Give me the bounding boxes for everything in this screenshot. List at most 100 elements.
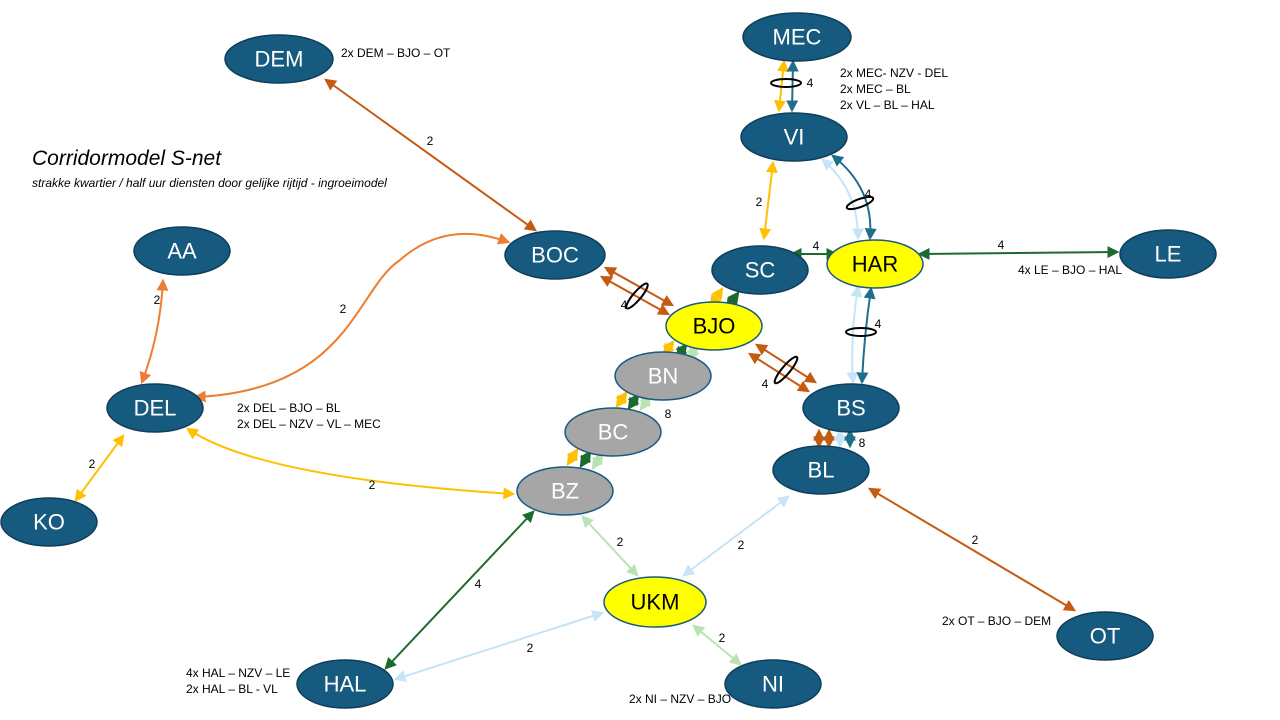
edge-del-bz — [186, 427, 516, 500]
node-shape-har — [826, 239, 924, 289]
edge-label-bl-ot: 2 — [972, 533, 979, 547]
annotation-dem: 2x DEM – BJO – OT — [341, 45, 450, 61]
annotation-mec: 2x MEC- NZV - DEL 2x MEC – BL 2x VL – BL… — [840, 65, 948, 113]
bundle-ring-har-bs — [845, 327, 877, 337]
edge-label-dem-boc: 2 — [427, 134, 434, 148]
node-shape-le — [1119, 229, 1217, 279]
edge-del-boc — [193, 232, 511, 403]
bundle-ring-boc-bjo — [625, 282, 649, 310]
node-shape-aa — [133, 226, 231, 276]
node-label-sc: SC — [745, 258, 776, 283]
edge-label-mec-vi: 4 — [807, 76, 814, 90]
node-bz: BZ — [516, 466, 614, 516]
annotation-line: 2x MEC – BL — [840, 82, 911, 96]
edge-label-ukm-ni: 2 — [719, 631, 726, 645]
node-label-bs: BS — [836, 396, 865, 421]
node-label-bc: BC — [598, 420, 629, 445]
edge-hal-ukm — [393, 610, 605, 682]
node-label-ko: KO — [33, 510, 65, 535]
node-bl: BL — [772, 445, 870, 495]
node-bn: BN — [614, 351, 712, 401]
edge-bn-bc-gold — [615, 391, 628, 408]
edge-ukm-ni — [692, 624, 742, 666]
bundle-ring-vi-har — [845, 195, 875, 211]
node-shape-sc — [711, 245, 809, 295]
annotation-line: 2x VL – BL – HAL — [840, 98, 935, 112]
node-hal: HAL — [296, 659, 394, 709]
node-ukm: UKM — [603, 576, 707, 628]
annotation-line: 2x MEC- NZV - DEL — [840, 66, 949, 80]
edge-label-bs-bl: 8 — [859, 436, 866, 450]
node-label-ot: OT — [1090, 624, 1121, 649]
edge-label-bz-ukm: 2 — [617, 535, 624, 549]
edge-label-aa-del: 2 — [154, 293, 161, 307]
nodes: DEM MEC VI AA BOC SC HAR LE — [0, 12, 1217, 709]
edge-label-del-bz: 2 — [369, 478, 376, 492]
edge-bz-ukm — [581, 515, 639, 577]
node-label-le: LE — [1155, 242, 1182, 267]
node-shape-bn — [614, 351, 712, 401]
edge-bz-hal — [384, 510, 535, 670]
annotation-line: 2x DEL – NZV – VL – MEC — [237, 417, 381, 431]
node-shape-del — [106, 383, 204, 433]
edge-label-har-le: 4 — [998, 238, 1005, 252]
edge-ko-del — [74, 434, 125, 502]
node-label-aa: AA — [167, 239, 197, 264]
annotation-line: 2x DEL – BJO – BL — [237, 401, 341, 415]
edge-label-trunk: 8 — [665, 407, 672, 421]
edge-label-bz-hal: 4 — [475, 577, 482, 591]
node-mec: MEC — [742, 12, 852, 62]
node-label-del: DEL — [134, 396, 177, 421]
node-bjo: BJO — [665, 301, 763, 351]
edge-vi-har-teal — [831, 154, 877, 241]
node-dem: DEM — [224, 34, 334, 84]
edge-aa-del — [139, 278, 169, 385]
node-label-mec: MEC — [773, 25, 822, 50]
node-boc: BOC — [504, 230, 606, 280]
edge-label-vi-sc: 2 — [756, 195, 763, 209]
diagram-subtitle: strakke kwartier / half uur diensten doo… — [32, 176, 387, 190]
node-label-boc: BOC — [531, 243, 579, 268]
edge-label-sc-har: 4 — [813, 239, 820, 253]
node-ni: NI — [724, 659, 822, 709]
edge-label-boc-bjo: 4 — [621, 298, 628, 312]
annotation-line: 4x LE – BJO – HAL — [1018, 263, 1123, 277]
node-label-hal: HAL — [324, 672, 367, 697]
node-label-bl: BL — [808, 458, 835, 483]
node-vi: VI — [740, 112, 848, 162]
node-har: HAR — [826, 239, 924, 289]
node-shape-bz — [516, 466, 614, 516]
annotation-line: 4x HAL – NZV – LE — [186, 666, 291, 680]
edge-label-vi-har: 4 — [865, 187, 872, 201]
node-label-bz: BZ — [551, 479, 579, 504]
node-shape-dem — [224, 34, 334, 84]
edge-bn-bc-dkgreen — [627, 393, 640, 410]
node-sc: SC — [711, 245, 809, 295]
node-shape-bc — [564, 407, 662, 457]
node-shape-ni — [724, 659, 822, 709]
annotation-del: 2x DEL – BJO – BL 2x DEL – NZV – VL – ME… — [237, 400, 381, 432]
node-label-vi: VI — [784, 125, 805, 150]
edge-vi-sc — [759, 160, 778, 241]
node-shape-vi — [740, 112, 848, 162]
node-le: LE — [1119, 229, 1217, 279]
annotation-hal: 4x HAL – NZV – LE 2x HAL – BL - VL — [186, 665, 290, 697]
edge-bc-bz-gold — [566, 447, 579, 467]
edge-label-ko-del: 2 — [89, 457, 96, 471]
edge-dem-boc — [324, 78, 537, 232]
annotation-le: 4x LE – BJO – HAL — [1018, 262, 1122, 278]
edge-label-har-bs: 4 — [875, 317, 882, 331]
edge-bc-bz-dkgreen — [579, 449, 592, 469]
node-bc: BC — [564, 407, 662, 457]
edge-label-hal-ukm: 2 — [527, 641, 534, 655]
node-shape-boc — [504, 230, 606, 280]
edge-label-bjo-bs: 4 — [762, 377, 769, 391]
edge-vi-har-light — [821, 158, 864, 241]
node-ko: KO — [0, 497, 98, 547]
node-shape-bs — [802, 383, 900, 433]
node-bs: BS — [802, 383, 900, 433]
edge-har-le — [917, 246, 1120, 260]
edge-label-bl-ukm: 2 — [738, 538, 745, 552]
node-ot: OT — [1056, 611, 1154, 661]
